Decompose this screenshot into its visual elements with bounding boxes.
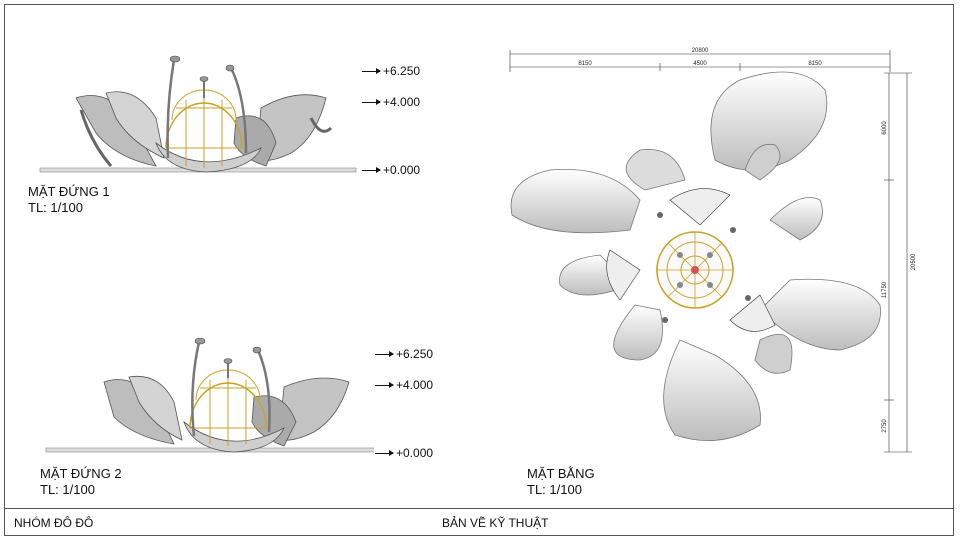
plan-dim-right: 8150	[808, 61, 822, 67]
plan-dim-bottom: 2750	[882, 419, 888, 433]
elevation-1-level-ground: +0.000	[362, 163, 420, 177]
plan-dim-total-height: 20500	[911, 253, 917, 270]
plan-title: MẶT BẰNG	[527, 466, 595, 481]
drawing-sheet-frame	[4, 4, 954, 536]
footer-divider	[4, 508, 954, 509]
elevation-2-level-top: +6.250	[375, 347, 433, 361]
footer-group-name: NHÓM ĐÔ ĐÔ	[14, 516, 94, 530]
plan-scale: TL: 1/100	[527, 482, 582, 497]
plan-dim-total-width: 20800	[692, 48, 709, 54]
elevation-1-level-mid: +4.000	[362, 95, 420, 109]
elevation-2-level-mid: +4.000	[375, 378, 433, 392]
footer-drawing-title: BẢN VẼ KỸ THUẬT	[442, 516, 549, 530]
elevation-1-title: MẶT ĐỨNG 1	[28, 184, 110, 199]
plan-dim-middle: 11750	[882, 281, 888, 298]
plan-drawing: 20800 8150 4500 8150 20500 6000 11750 27…	[509, 48, 917, 453]
elevation-1-drawing	[39, 55, 357, 173]
plan-caption: MẶT BẰNG TL: 1/100	[527, 466, 595, 498]
elevation-1-caption: MẶT ĐỨNG 1 TL: 1/100	[28, 184, 110, 216]
elevation-2-scale: TL: 1/100	[40, 482, 95, 497]
plan-dim-top: 6000	[882, 121, 888, 135]
elevation-2-level-ground: +0.000	[375, 446, 433, 460]
plan-dim-left: 8150	[578, 61, 592, 67]
elevation-2-caption: MẶT ĐỨNG 2 TL: 1/100	[40, 466, 122, 498]
plan-dim-mid: 4500	[693, 61, 707, 67]
elevation-1-scale: TL: 1/100	[28, 200, 83, 215]
elevation-2-title: MẶT ĐỨNG 2	[40, 466, 122, 481]
elevation-1-level-top: +6.250	[362, 64, 420, 78]
elevation-2-drawing	[45, 337, 374, 453]
